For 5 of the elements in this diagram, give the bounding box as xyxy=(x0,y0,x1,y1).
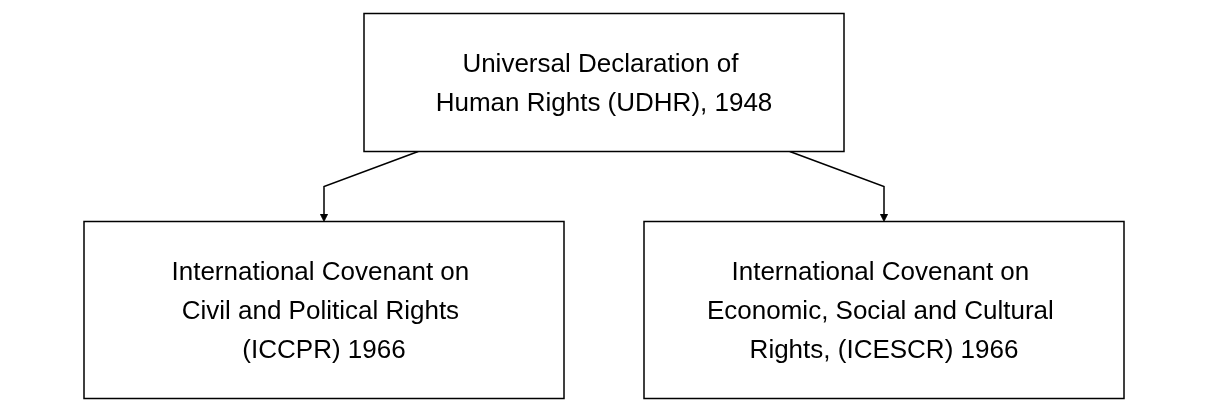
arrow xyxy=(789,150,889,222)
node-box: International Covenant on Economic, Social and Cultural Rights, (ICESCR) 1966 xyxy=(643,220,1125,400)
arrow xyxy=(319,150,419,222)
node-box: International Covenant on Civil and Political Rights (ICCPR) 1966 xyxy=(83,220,565,400)
node-box: Universal Declaration of Human Rights (UDHR), 1948 xyxy=(363,12,845,153)
